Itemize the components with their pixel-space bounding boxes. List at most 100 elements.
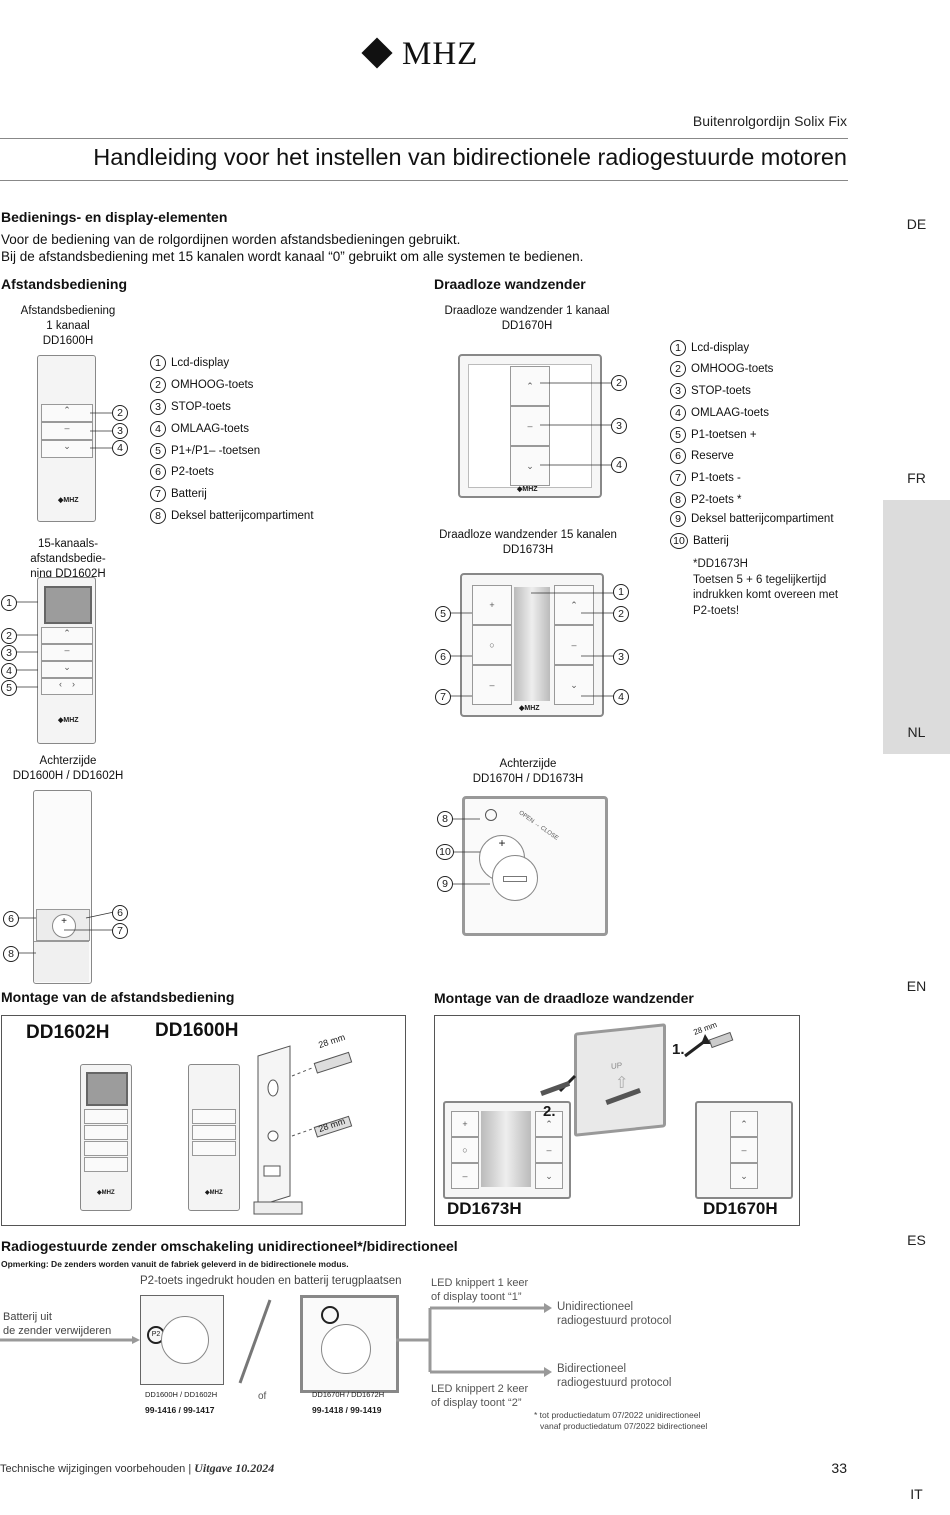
legend-number: 2: [150, 377, 166, 393]
callout-lines: [14, 601, 38, 688]
legend-number: 6: [670, 448, 686, 464]
edition: Uitgave 10.2024: [194, 1461, 275, 1475]
legend-text: Batterij: [693, 535, 729, 547]
legend-item: 6 Reserve: [670, 447, 734, 465]
legend-text: STOP-toets: [171, 401, 231, 413]
legend-number: 1: [150, 355, 166, 371]
reserve-button: ○: [451, 1137, 479, 1163]
tab-de[interactable]: DE: [906, 216, 927, 232]
instruction-line: Batterij uit: [3, 1311, 52, 1323]
battery-instruction: Batterij uit de zender verwijderen: [3, 1310, 111, 1338]
page-number: 33: [831, 1460, 847, 1476]
battery-icon: [321, 1324, 371, 1374]
down-button: ⌄: [510, 446, 550, 486]
up-button: [192, 1109, 236, 1124]
callout-4: 4: [611, 457, 627, 473]
callout-2: 2: [611, 375, 627, 391]
wall-dd1673h: + ○ – ⌃ – ⌄: [443, 1101, 571, 1199]
brand-name: MHZ: [402, 36, 479, 72]
note-line: indrukken komt overeen met: [693, 589, 839, 601]
label-line: DD1673H: [502, 544, 554, 556]
branch-arrows: [396, 1303, 552, 1377]
p2-button: [485, 809, 497, 821]
tab-it[interactable]: IT: [910, 1486, 923, 1502]
diamond-icon: [361, 37, 393, 69]
product-name: Buitenrolgordijn Solix Fix: [692, 113, 847, 129]
step-label: 1.: [672, 1041, 685, 1058]
legend-number: 5: [150, 443, 166, 459]
label-line: DD1670H / DD1673H: [472, 773, 584, 785]
note-text: Opmerking: De zenders worden vanuit de f…: [1, 1259, 349, 1269]
wall-note: *DD1673H Toetsen 5 + 6 tegelijkertijd in…: [693, 557, 838, 619]
battery-compartment: +: [36, 909, 90, 941]
legend-text: Lcd-display: [171, 357, 230, 369]
device-code: DD1670H / DD1672H: [312, 1390, 385, 1399]
divider: [0, 138, 848, 139]
down-button: [192, 1141, 236, 1156]
lcd-display: [44, 586, 92, 624]
protocol-label: Bidirectioneel radiogestuurd protocol: [557, 1362, 671, 1390]
tab-es[interactable]: ES: [907, 1232, 926, 1248]
slot-icon: [503, 876, 527, 882]
p1-plus-button: +: [451, 1111, 479, 1137]
callout-9: 9: [437, 876, 453, 892]
wall-back-detail: [300, 1295, 399, 1393]
separator-slash: [238, 1299, 272, 1384]
device-label: 15-kanaals-afstandsbedie- ning DD1602H: [2, 537, 134, 582]
mini-logo: ◆MHZ: [519, 705, 540, 712]
tab-fr[interactable]: FR: [907, 470, 926, 486]
device-label: Draadloze wandzender 1 kanaal DD1670H: [438, 304, 616, 334]
protocol-line: radiogestuurd protocol: [557, 1377, 672, 1389]
down-button: ⌄: [41, 661, 93, 678]
callout-1: 1: [1, 595, 17, 611]
callout-5: 5: [1, 680, 17, 696]
callout-6: 6: [3, 911, 19, 927]
label-line: Achterzijde: [39, 755, 97, 767]
legend-number: 1: [670, 340, 686, 356]
legend-item: 10 Batterij: [670, 532, 729, 550]
led-info: LED knippert 2 keer of display toont “2”: [431, 1382, 528, 1410]
remote-dd1600h: ◆MHZ: [188, 1064, 240, 1211]
label-line: DD1670H: [501, 320, 553, 332]
wall-bracket-icon: [253, 1045, 353, 1215]
stop-button: [192, 1125, 236, 1140]
note-line: P2-toets!: [693, 604, 740, 617]
label-line: DD1600H / DD1602H: [12, 770, 124, 782]
brand-logo: MHZ: [361, 36, 492, 74]
step-label: 2.: [543, 1103, 556, 1120]
callout-4: 4: [112, 440, 128, 456]
section-heading: Radiogestuurde zender omschakeling unidi…: [1, 1238, 458, 1254]
legend-number: 10: [670, 533, 688, 549]
legend-text: Reserve: [691, 450, 734, 462]
section-heading: Bedienings- en display-elementen: [1, 209, 228, 225]
legend-text: STOP-toets: [691, 385, 751, 397]
callout-7: 7: [435, 689, 451, 705]
section-heading: Draadloze wandzender: [434, 276, 586, 292]
legend-text: Lcd-display: [691, 342, 750, 354]
production-footnote: * tot productiedatum 07/2022 unidirectio…: [534, 1410, 707, 1432]
up-button: ⌃: [730, 1111, 758, 1137]
p1-buttons: ‹ ›: [41, 678, 93, 695]
tab-en[interactable]: EN: [906, 978, 927, 994]
callout-3: 3: [1, 645, 17, 661]
battery-icon: +: [52, 914, 76, 938]
device-label: Draadloze wandzender 15 kanalen DD1673H: [428, 528, 628, 558]
up-button: ⌃: [535, 1111, 563, 1137]
callout-10: 10: [436, 844, 454, 860]
mini-logo: ◆MHZ: [517, 486, 538, 493]
section-heading: Montage van de afstandsbediening: [1, 989, 235, 1005]
device-label: Afstandsbediening 1 kanaal DD1600H: [8, 304, 128, 349]
info-line: of display toont “2”: [431, 1397, 522, 1409]
up-button: [84, 1109, 128, 1124]
legend-item: 1 Lcd-display: [670, 339, 749, 357]
intro-line: Bij de afstandsbediening met 15 kanalen …: [1, 249, 584, 264]
legend-text: OMLAAG-toets: [691, 407, 769, 419]
model-code: DD1673H: [447, 1199, 522, 1218]
lcd-display: [481, 1111, 531, 1187]
tab-nl[interactable]: NL: [883, 500, 950, 754]
